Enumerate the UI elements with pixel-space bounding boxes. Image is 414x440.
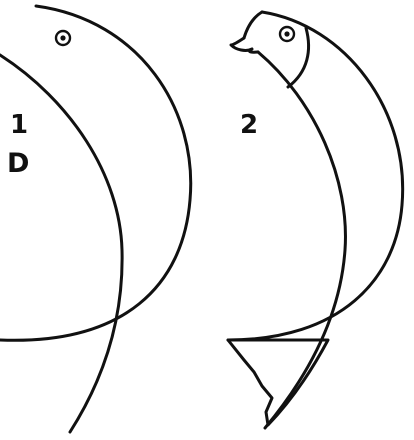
fish-gill [288,28,309,87]
fish-eye-icon [280,27,294,41]
step-1-drawing [0,6,191,432]
step-1-letter: D [7,150,29,177]
fish-head-top [244,12,262,38]
step-2-inner-body [258,52,345,428]
eye-icon [56,31,70,45]
fish-tail [228,340,328,425]
fish-mouth [231,38,258,52]
step-1-number: 1 [10,112,28,138]
step-2-outer-body [228,12,403,340]
step-2-drawing [228,12,403,428]
step-2-number: 2 [240,112,258,138]
